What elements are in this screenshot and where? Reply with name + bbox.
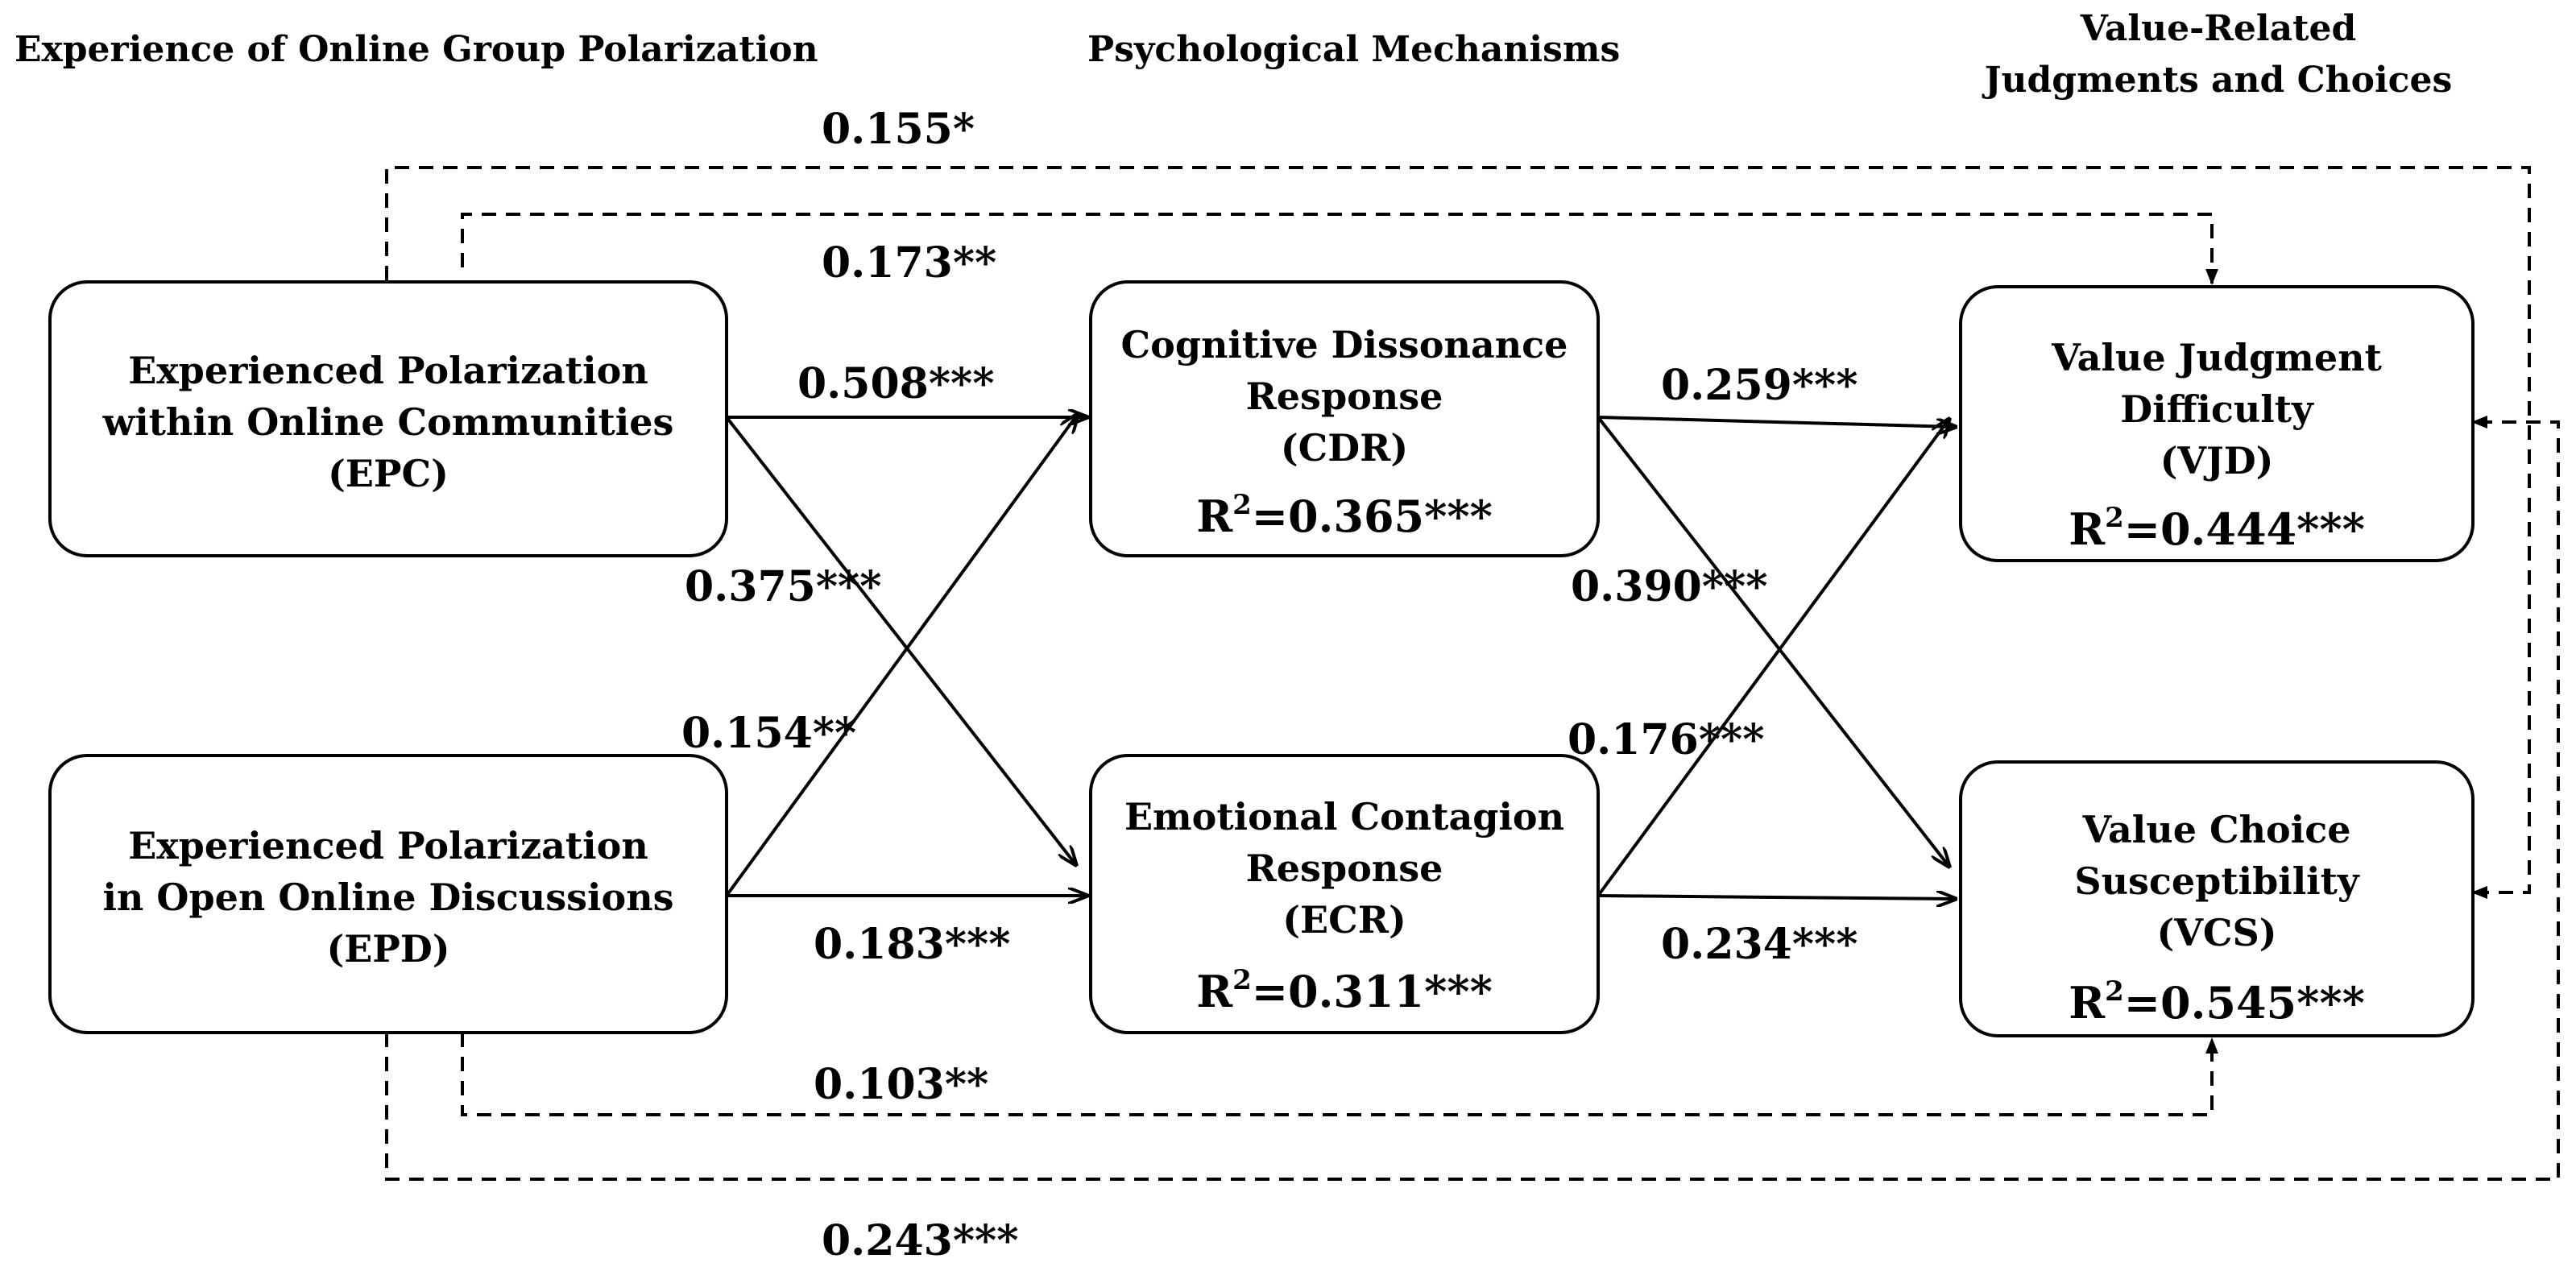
- header-right-line2: Judgments and Choices: [1982, 60, 2453, 101]
- coef-epc-ecr: 0.375***: [685, 562, 881, 611]
- node-ecr: Emotional Contagion Response (ECR) R2=0.…: [1089, 754, 1600, 1034]
- path-ecr-vjd: [1597, 419, 1949, 897]
- node-epd-line3: (EPD): [326, 927, 449, 971]
- node-vcs-line1: Value Choice: [2082, 808, 2351, 851]
- node-cdr: Cognitive Dissonance Response (CDR) R2=0…: [1089, 280, 1600, 557]
- path-cdr-vjd: [1597, 416, 1956, 427]
- path-cdr-vcs: [1597, 416, 1949, 867]
- node-vjd-line2: Difficulty: [2120, 387, 2314, 431]
- node-cdr-line3: (CDR): [1281, 426, 1408, 470]
- node-cdr-line2: Response: [1246, 375, 1443, 418]
- node-vcs: Value Choice Susceptibility (VCS) R2=0.5…: [1959, 760, 2475, 1037]
- node-cdr-line1: Cognitive Dissonance: [1121, 323, 1568, 366]
- node-ecr-r2: R2=0.311***: [1196, 964, 1493, 1017]
- path-epc-ecr: [725, 416, 1076, 865]
- header-middle: Psychological Mechanisms: [1087, 29, 1620, 70]
- node-epd: Experienced Polarization in Open Online …: [48, 754, 728, 1034]
- node-vcs-r2: R2=0.545***: [2069, 975, 2365, 1029]
- path-epd-vjd-dashed: [385, 416, 2560, 1181]
- node-ecr-line3: (ECR): [1282, 898, 1406, 942]
- header-right-line1: Value-Related: [2080, 8, 2356, 49]
- path-epc-vcs-dashed: [385, 166, 2531, 899]
- coef-epd-vjd-direct: 0.243***: [822, 1216, 1018, 1265]
- coef-cdr-vjd: 0.259***: [1661, 361, 1857, 410]
- coef-epd-ecr: 0.183***: [814, 920, 1010, 969]
- path-epd-vcs-dashed: [461, 1033, 2218, 1116]
- node-epd-line2: in Open Online Discussions: [102, 876, 673, 919]
- path-epd-cdr: [725, 414, 1078, 897]
- path-epc-vjd-dashed: [461, 213, 2218, 285]
- node-vjd: Value Judgment Difficulty (VJD) R2=0.444…: [1959, 285, 2475, 562]
- coef-epd-vcs-direct: 0.103**: [814, 1060, 988, 1109]
- header-left: Experience of Online Group Polarization: [14, 29, 818, 70]
- coef-ecr-vcs: 0.234***: [1661, 920, 1857, 969]
- coef-epc-vjd-direct: 0.173**: [822, 238, 996, 288]
- node-epc-line2: within Online Communities: [102, 400, 674, 444]
- coef-epc-cdr: 0.508***: [797, 359, 994, 408]
- node-epc: Experienced Polarization within Online C…: [48, 280, 728, 557]
- coef-cdr-vcs: 0.390***: [1571, 562, 1767, 611]
- node-vjd-line3: (VJD): [2160, 439, 2274, 482]
- node-vcs-line2: Susceptibility: [2074, 859, 2360, 903]
- path-ecr-vcs: [1597, 896, 1956, 899]
- node-epc-line1: Experienced Polarization: [128, 349, 648, 392]
- node-vjd-line1: Value Judgment: [2051, 336, 2382, 379]
- node-vjd-r2: R2=0.444***: [2069, 502, 2365, 555]
- node-epd-line1: Experienced Polarization: [128, 824, 648, 867]
- node-epc-line3: (EPC): [328, 452, 449, 495]
- coef-epd-cdr: 0.154**: [681, 709, 856, 758]
- node-ecr-line1: Emotional Contagion: [1124, 795, 1564, 838]
- node-cdr-r2: R2=0.365***: [1196, 489, 1493, 542]
- coef-ecr-vjd: 0.176***: [1568, 715, 1764, 764]
- coef-epc-vcs-direct: 0.155*: [822, 105, 975, 154]
- node-ecr-line2: Response: [1246, 847, 1443, 890]
- node-vcs-line3: (VCS): [2156, 911, 2276, 954]
